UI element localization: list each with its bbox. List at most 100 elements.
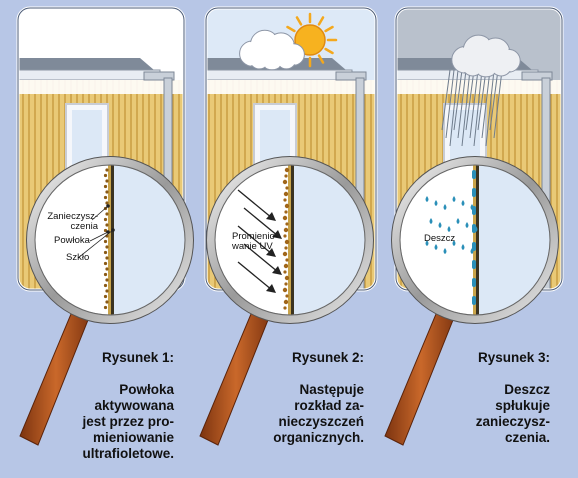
dirt-particle (285, 258, 289, 262)
rain-drop (465, 222, 469, 228)
cloud-icon (451, 34, 521, 78)
leader-line (89, 231, 109, 242)
lens-rim-inner (214, 164, 366, 316)
dirt-particle (284, 203, 290, 209)
scene-svg (16, 6, 564, 446)
label-glass: Szkło (66, 252, 90, 263)
rain-drop (443, 248, 447, 254)
dirt-particle (283, 263, 289, 269)
dirt-particle (103, 239, 108, 244)
dirt-particle (105, 190, 109, 194)
uv-ray-arrowhead (266, 248, 276, 257)
rain-drop (425, 240, 429, 246)
dirt-particle (103, 195, 108, 200)
fascia (18, 69, 161, 81)
dirt-particle (282, 251, 288, 257)
caption-1: Rysunek 1: Powłoka aktywowana jest przez… (56, 334, 174, 478)
glass-edge (291, 165, 294, 315)
dirt-particle (103, 250, 108, 255)
glass-edge (476, 165, 479, 315)
rain-icon (441, 69, 503, 147)
dirt-particle (284, 275, 290, 281)
dirt-particle (103, 184, 108, 189)
dirt-particle (283, 234, 287, 238)
rain-drop (447, 226, 451, 232)
caption-3: Rysunek 3: Deszcz spłukuje zanieczysz- c… (432, 334, 550, 462)
gutter (335, 71, 367, 81)
lens-rim (391, 156, 559, 324)
leader-dot (106, 204, 110, 208)
uv-ray-icon (237, 189, 273, 219)
water-streak (472, 296, 476, 305)
lens-rim-outer (26, 156, 194, 324)
caption-2: Rysunek 2: Następuje rozkład za- nieczys… (246, 334, 364, 462)
caption-2-title: Rysunek 2: (291, 350, 364, 365)
rain-drop (438, 222, 442, 228)
rain-drop (443, 204, 447, 210)
lens-content (400, 165, 550, 315)
dirt-particle (103, 228, 108, 233)
leader-line (77, 229, 114, 259)
dirt-particle (105, 256, 109, 260)
dirt-particle (105, 179, 109, 183)
caption-3-text: Deszcz spłukuje zanieczysz- czenia. (475, 382, 550, 445)
caption-2-text: Następuje rozkład za- nieczyszczeń organ… (273, 382, 364, 445)
label-rain: Deszcz (424, 233, 456, 244)
uv-ray-arrowhead (266, 284, 276, 293)
dirt-particle (285, 222, 289, 226)
dirt-particle (283, 198, 287, 202)
lens-rim-outer (391, 156, 559, 324)
caption-1-text: Powłoka aktywowana jest przez pro- mieni… (82, 382, 174, 461)
dirt-particle (284, 210, 288, 214)
dirt-particle (103, 272, 108, 277)
dirt-particle (105, 289, 109, 293)
water-streak (472, 260, 476, 269)
lens-3 (391, 156, 559, 324)
water-streak (472, 170, 476, 179)
dirt-particle (282, 287, 288, 293)
rain-drop (434, 244, 438, 250)
water-streak (472, 188, 476, 197)
dirt-particle (105, 300, 109, 304)
rain-drop (452, 240, 456, 246)
caption-1-title: Rysunek 1: (101, 350, 174, 365)
lens-rim-inner (399, 164, 551, 316)
dirt-particle (284, 282, 288, 286)
dirt-particle (285, 186, 289, 190)
water-streak (472, 242, 476, 251)
dirt-particle (103, 283, 108, 288)
dirt-particle (105, 212, 109, 216)
downpipe (355, 77, 365, 290)
rain-drop (461, 200, 465, 206)
dirt-particle (103, 294, 108, 299)
roof (18, 58, 154, 70)
dirt-particle (285, 294, 289, 298)
leader-dot (106, 230, 110, 234)
uv-ray-icon (237, 225, 273, 255)
wall-trim (18, 80, 184, 94)
illustration: Zanieczysz- czenia Powłoka Szkło Promien… (16, 6, 564, 461)
leader-line (91, 205, 109, 221)
rain-drop (452, 196, 456, 202)
dirt-particle (103, 305, 108, 310)
cloud-icon (239, 29, 305, 71)
lens-rim-inner (34, 164, 186, 316)
uv-ray-icon (243, 207, 279, 237)
dirt-particle (283, 227, 289, 233)
wall-trim (206, 80, 376, 94)
uv-ray-arrowhead (266, 212, 276, 221)
dirt-particle (284, 246, 288, 250)
lens-2 (206, 156, 374, 324)
rain-drop (461, 244, 465, 250)
caption-3-title: Rysunek 3: (477, 350, 550, 365)
dirt-particle (284, 174, 288, 178)
coating-layer (473, 165, 476, 315)
dirt-particle (103, 217, 108, 222)
dirt-particle (105, 245, 109, 249)
uv-ray-icon (243, 243, 279, 273)
water-streak (472, 278, 476, 287)
fascia (206, 69, 353, 81)
uv-ray-arrowhead (272, 230, 282, 239)
water-streak (472, 206, 476, 215)
lens-rim (26, 156, 194, 324)
